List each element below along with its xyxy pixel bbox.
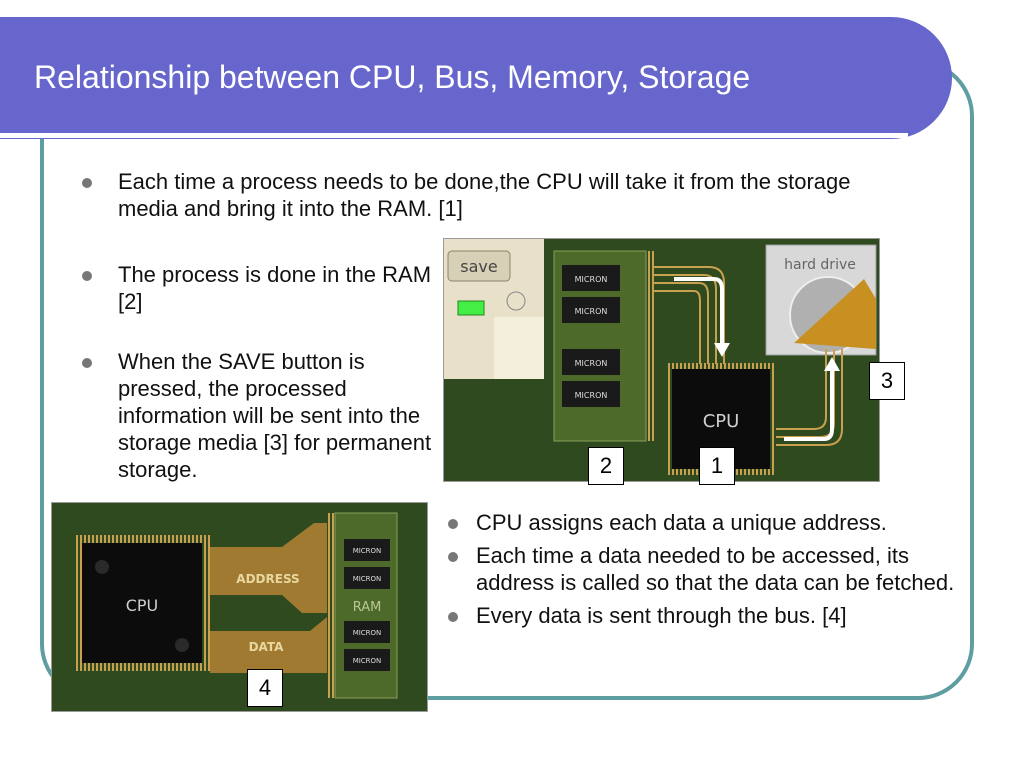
title-bar: Relationship between CPU, Bus, Memory, S… (0, 17, 952, 139)
chip-label: MICRON (353, 547, 382, 555)
bullet-item: When the SAVE button is pressed, the pro… (78, 348, 438, 483)
data-bus-label: DATA (249, 640, 285, 654)
title-rule (0, 133, 908, 138)
bullet-item: Each time a data needed to be accessed, … (438, 542, 968, 596)
bullet-dot-icon (82, 358, 92, 368)
ram-label: RAM (353, 600, 382, 615)
bullet-dot-icon (448, 612, 458, 622)
save-label: save (460, 257, 497, 276)
bullet-dot-icon (448, 552, 458, 562)
bullet-text: The process is done in the RAM [2] (118, 262, 432, 314)
bullet-item: Every data is sent through the bus. [4] (438, 602, 968, 629)
bullet-list-left: The process is done in the RAM [2] When … (78, 261, 438, 483)
callout-4: 4 (247, 669, 283, 707)
bullet-list-top: Each time a process needs to be done,the… (78, 168, 908, 222)
callout-3: 3 (869, 362, 905, 400)
figure-cpu-bus-ram: CPU ADDRESS DATA MICRON MICRON MICRON MI… (51, 502, 428, 712)
bullet-dot-icon (82, 178, 92, 188)
figure-cpu-bus-ram-drawing: CPU ADDRESS DATA MICRON MICRON MICRON MI… (52, 503, 427, 711)
chip-label: MICRON (575, 307, 608, 316)
hard-drive-label: hard drive (784, 257, 856, 273)
cpu-label: CPU (703, 411, 740, 432)
ram-module-icon: MICRON MICRON MICRON MICRON RAM (327, 512, 398, 699)
bullet-text: When the SAVE button is pressed, the pro… (118, 349, 432, 482)
bullet-item: Each time a process needs to be done,the… (78, 168, 908, 222)
bullet-text: Each time a process needs to be done,the… (118, 169, 851, 221)
ram-module-icon: MICRON MICRON MICRON MICRON (553, 250, 654, 442)
data-bus: DATA (210, 617, 327, 673)
bullet-text: CPU assigns each data a unique address. (476, 510, 887, 535)
bullet-text: Each time a data needed to be accessed, … (476, 543, 955, 595)
address-bus-label: ADDRESS (236, 572, 299, 586)
bullet-text: Every data is sent through the bus. [4] (476, 603, 847, 628)
chip-label: MICRON (353, 657, 382, 665)
slide-title: Relationship between CPU, Bus, Memory, S… (34, 59, 751, 95)
callout-1: 1 (699, 447, 735, 485)
callout-2: 2 (588, 447, 624, 485)
chip-label: MICRON (353, 629, 382, 637)
cpu-chip-icon: CPU (74, 535, 210, 671)
figure-cpu-ram-storage-drawing: save MICRON MICRON MICRON MICRON (444, 239, 879, 481)
bullet-dot-icon (82, 271, 92, 281)
chip-label: MICRON (575, 275, 608, 284)
bullet-item: The process is done in the RAM [2] (78, 261, 438, 315)
bullet-list-right: CPU assigns each data a unique address. … (438, 509, 968, 629)
chip-label: MICRON (575, 359, 608, 368)
bullet-dot-icon (448, 519, 458, 529)
figure-cpu-ram-storage: save MICRON MICRON MICRON MICRON (443, 238, 880, 482)
bullet-item: CPU assigns each data a unique address. (438, 509, 968, 536)
chip-label: MICRON (353, 575, 382, 583)
save-panel: save (444, 239, 544, 379)
cpu-label: CPU (126, 596, 159, 615)
address-bus: ADDRESS (210, 523, 327, 613)
hard-drive-icon: hard drive (765, 244, 877, 356)
chip-label: MICRON (575, 391, 608, 400)
